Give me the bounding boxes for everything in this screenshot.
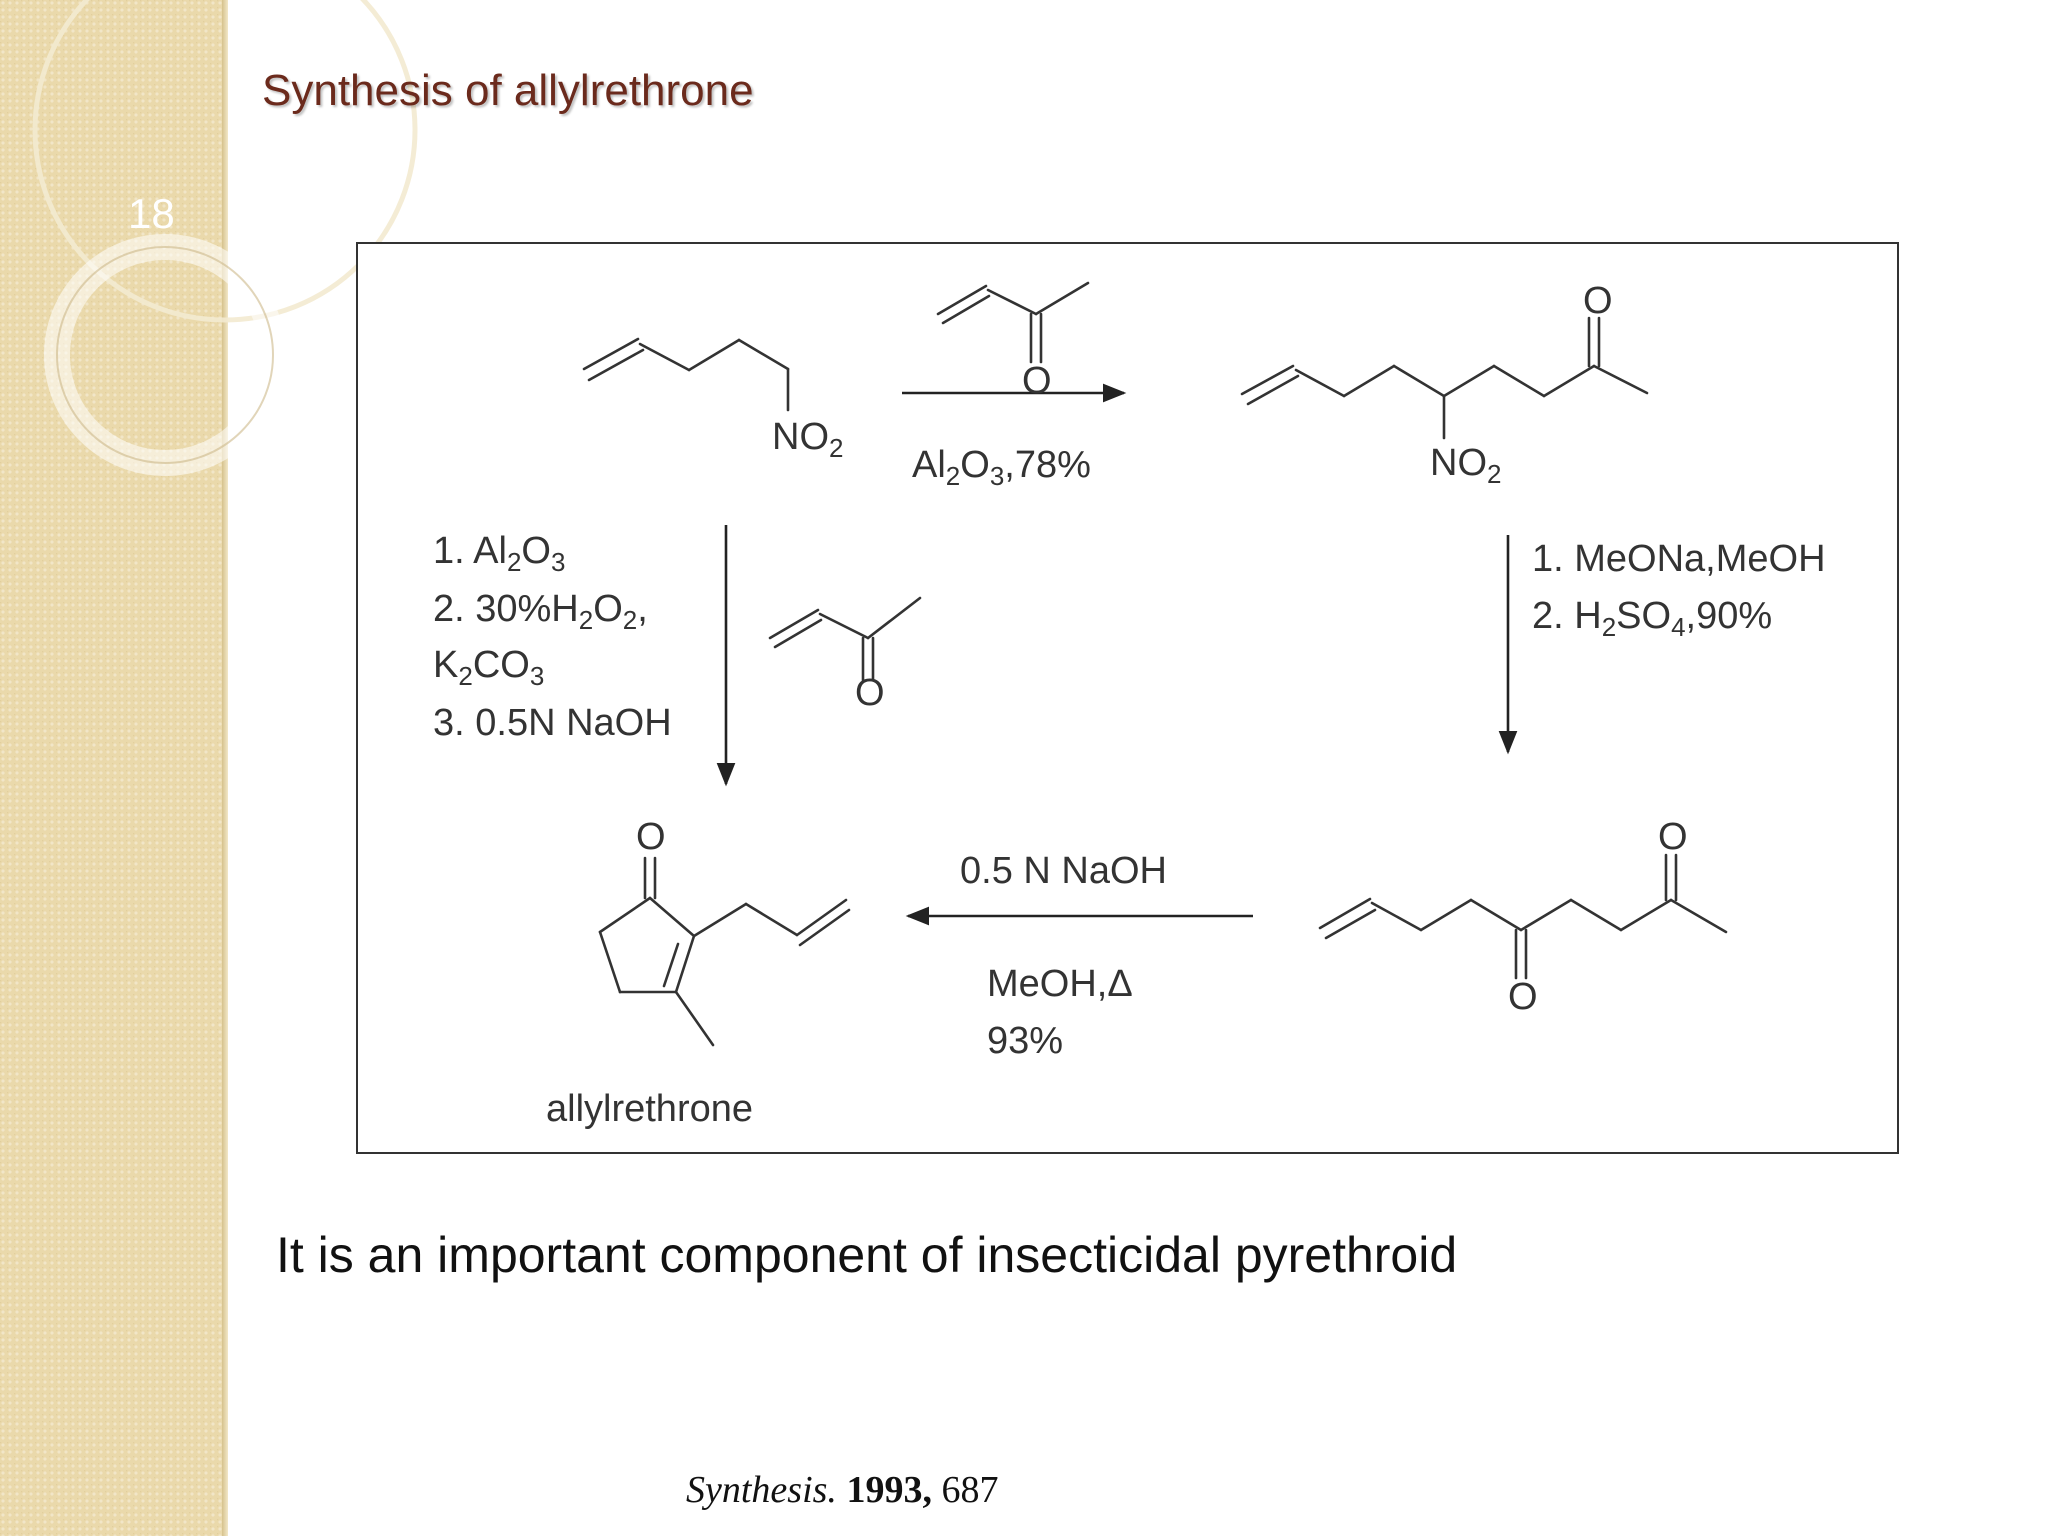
mvk-oxygen-middle: O	[855, 672, 885, 714]
diketone-oxygen-right: O	[1658, 816, 1688, 858]
allylrethrone-oxygen: O	[636, 816, 666, 858]
methyl-vinyl-ketone-top	[936, 281, 1090, 364]
allylrethrone-structure	[598, 856, 851, 1047]
reaction-scheme-frame	[356, 242, 1899, 1154]
slide-number: 18	[128, 190, 175, 237]
nitro-group-label-1: NO2	[772, 416, 844, 463]
right-arrow-conditions-line2: 2. H2SO4,90%	[1532, 595, 1773, 642]
slide-title: Synthesis of allylrethrone	[262, 66, 754, 115]
nitro-ketone-structure	[1240, 316, 1649, 440]
citation-journal: Synthesis.	[686, 1469, 837, 1511]
right-arrow-conditions-line1: 1. MeONa,MeOH	[1532, 538, 1826, 580]
left-arrow-conditions-line1: 1. Al2O3	[433, 530, 566, 577]
deco-ring-large	[32, 0, 418, 323]
deco-ring-small-outline	[56, 246, 274, 464]
left-arrow-conditions-line2: 2. 30%H2O2,	[433, 588, 648, 635]
citation-page: 687	[941, 1469, 999, 1511]
nitroketone-oxygen: O	[1583, 280, 1613, 322]
citation: Synthesis. 1993, 687	[686, 1468, 998, 1512]
slide-caption: It is an important component of insectic…	[276, 1227, 1458, 1283]
nitrobutene-structure	[582, 337, 790, 412]
product-name-label: allylrethrone	[546, 1088, 753, 1130]
diketone-oxygen-middle: O	[1508, 976, 1538, 1018]
sidebar-edge	[222, 0, 228, 1536]
left-arrow-conditions-line4: 3. 0.5N NaOH	[433, 702, 672, 744]
bottom-arrow-conditions-line1: 0.5 N NaOH	[960, 850, 1167, 892]
nitro-group-label-2: NO2	[1430, 442, 1502, 489]
top-arrow-conditions: Al2O3,78%	[912, 444, 1091, 491]
bottom-arrow-conditions-line3: 93%	[987, 1020, 1064, 1062]
citation-year: 1993,	[846, 1469, 932, 1511]
diketone-structure	[1318, 853, 1728, 980]
left-arrow-conditions-line3: K2CO3	[433, 644, 545, 691]
mvk-oxygen-top: O	[1022, 360, 1052, 402]
decorative-circles	[32, 0, 418, 476]
bottom-arrow-conditions-line2: MeOH,Δ	[987, 963, 1133, 1005]
methyl-vinyl-ketone-middle	[768, 596, 922, 682]
